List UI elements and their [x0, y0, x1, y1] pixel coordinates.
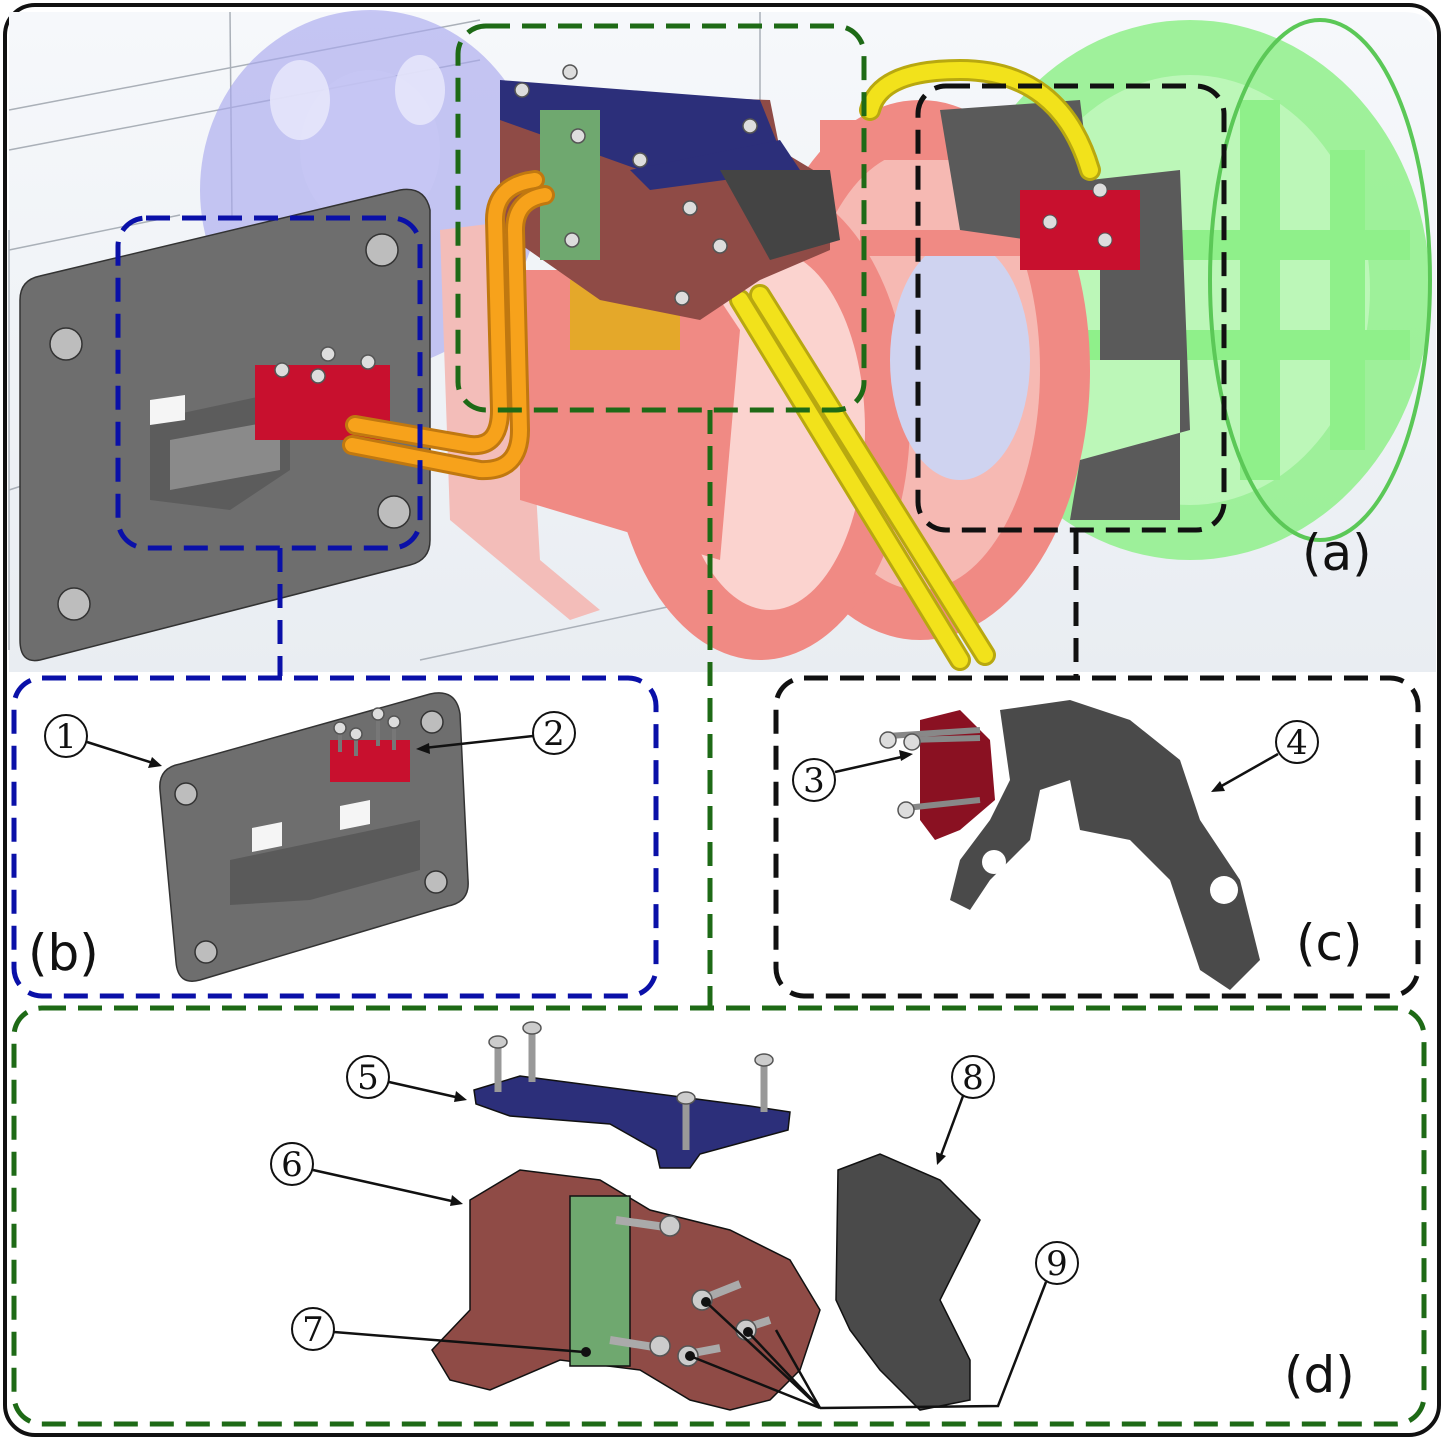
svg-text:1: 1 [55, 717, 77, 757]
svg-text:6: 6 [281, 1145, 303, 1185]
panel-label-b: (b) [28, 924, 99, 982]
panel-label-d: (d) [1284, 1346, 1355, 1404]
callout-2: 2 [416, 711, 576, 755]
black-detail-box-a [915, 83, 1227, 533]
callout-1: 1 [44, 714, 162, 768]
svg-text:9: 9 [1046, 1244, 1068, 1284]
callout-6: 6 [270, 1142, 463, 1206]
panel-c-box [773, 675, 1421, 999]
panel-a-scene [8, 10, 1436, 672]
svg-text:3: 3 [803, 761, 825, 801]
callout-8: 8 [936, 1055, 995, 1165]
callout-3: 3 [792, 750, 913, 802]
callout-5: 5 [346, 1055, 467, 1102]
svg-text:4: 4 [1286, 723, 1308, 763]
svg-text:8: 8 [962, 1058, 984, 1098]
gray-bracket-assembly [940, 100, 1190, 520]
orange-tubes [342, 170, 555, 481]
panel-b-plate [159, 692, 469, 982]
callout-7: 7 [291, 1307, 591, 1357]
panel-b-box [11, 675, 659, 999]
panel-c-parts [879, 700, 1260, 990]
panel-label-c: (c) [1296, 914, 1363, 972]
svg-text:7: 7 [302, 1310, 324, 1350]
yellow-tubes [729, 58, 1101, 671]
callout-4: 4 [1211, 720, 1319, 792]
svg-text:5: 5 [357, 1058, 379, 1098]
svg-text:2: 2 [543, 714, 565, 754]
panel-label-a: (a) [1302, 524, 1372, 582]
blue-detail-box-a [115, 215, 423, 551]
callout-9: 9 [685, 1241, 1079, 1410]
green-detail-box-a [455, 23, 867, 413]
carriage-top [500, 64, 840, 320]
